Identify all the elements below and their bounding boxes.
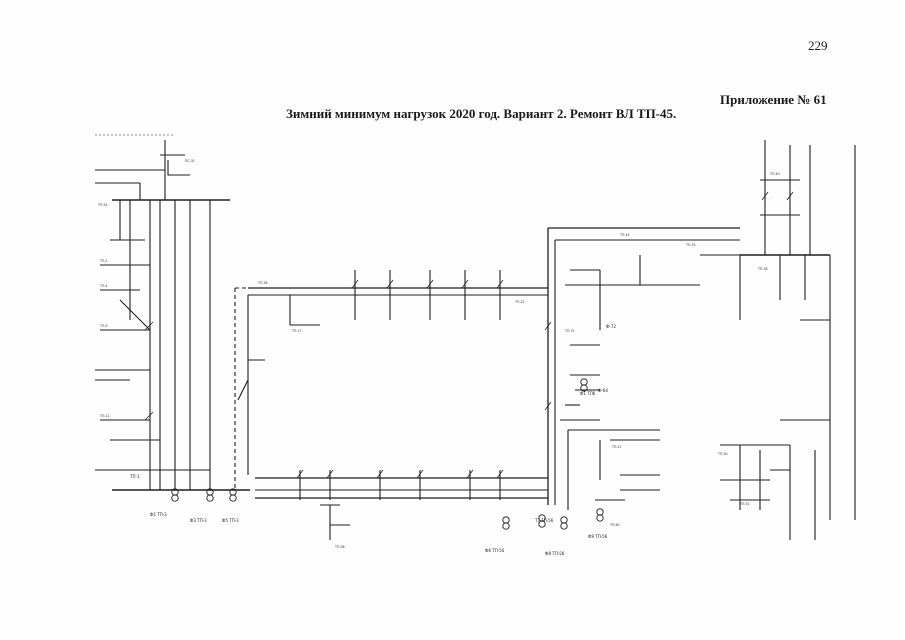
label-tp45: ТП-45 [619, 233, 630, 237]
label-tp4: ТП-4 [99, 284, 108, 288]
label-tp12: ТП-12 [99, 414, 110, 418]
label-f8: Ф8 ТП-56 [545, 551, 565, 556]
label-t7: Т7 ТП-56 [534, 518, 554, 523]
label-f5: Ф5 ТП-3 [222, 518, 239, 523]
label-f3: Ф3 ТП-3 [190, 518, 207, 523]
label-tp60: ТП-60 [609, 523, 620, 527]
page-number: 229 [808, 38, 828, 53]
transformer-symbols [171, 378, 604, 530]
label-tp1: ТП-1 [129, 474, 140, 479]
label-tp2: ТП-2 [99, 259, 108, 263]
label-f1-tp6: Ф1 ТП6 [580, 391, 596, 396]
label-tp40: ТП-40 [769, 172, 780, 176]
label-ps31: ПС-31 [185, 159, 195, 163]
main-lines [95, 134, 856, 540]
label-f6: Ф6 ТП-56 [485, 548, 505, 553]
appendix-label: Приложение № 61 [720, 92, 827, 107]
label-f64: Ф-64 [598, 388, 608, 393]
label-tp52: ТП-52 [739, 502, 750, 506]
switch-marks [144, 191, 794, 479]
schematic-labels: Ф1 ТП-3 ТП-1 Ф3 ТП-3 Ф5 ТП-3 Ф6 ТП-56 Т7… [97, 159, 780, 556]
label-tp38: ТП-38 [757, 267, 768, 271]
label-tp31: ТП-31 [564, 329, 575, 333]
label-tp9: ТП-9 [99, 324, 108, 328]
label-tp28: ТП-28 [257, 281, 268, 285]
label-f9: Ф9 ТП-56 [588, 534, 608, 539]
diagram-title: Зимний минимум нагрузок 2020 год. Вариан… [286, 106, 677, 121]
label-tp47: ТП-47 [611, 445, 622, 449]
label-f72: Ф-72 [606, 324, 616, 329]
label-tp17: ТП-17 [291, 329, 302, 333]
label-tp22: ТП-22 [514, 300, 525, 304]
label-f1: Ф1 ТП-3 [150, 512, 167, 517]
label-tp54: ТП-54 [97, 203, 108, 207]
label-tp58: ТП-58 [334, 545, 345, 549]
label-tp33: ТП-33 [685, 243, 696, 247]
label-tp50: ТП-50 [717, 452, 728, 456]
